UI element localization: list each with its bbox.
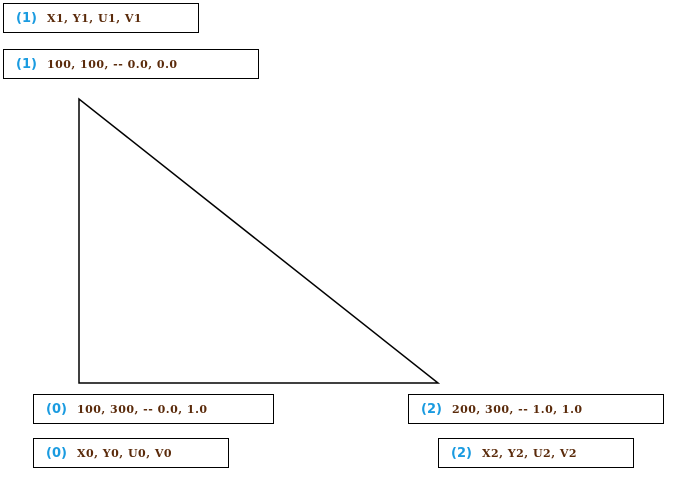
- vertex-names-text: X0, Y0, U0, V0: [76, 446, 173, 460]
- vertex-values-text: 100, 300, -- 0.0, 1.0: [76, 402, 208, 416]
- vertex-1-values-label: (1) 100, 100, -- 0.0, 0.0: [3, 49, 259, 79]
- vertex-1-names-label: (1) X1, Y1, U1, V1: [3, 3, 199, 33]
- vertex-index: (2): [421, 401, 442, 417]
- vertex-index: (1): [16, 10, 37, 26]
- vertex-index: (0): [46, 445, 67, 461]
- vertex-0-names-label: (0) X0, Y0, U0, V0: [33, 438, 229, 468]
- vertex-index: (1): [16, 56, 37, 72]
- vertex-2-names-label: (2) X2, Y2, U2, V2: [438, 438, 634, 468]
- vertex-2-values-label: (2) 200, 300, -- 1.0, 1.0: [408, 394, 664, 424]
- vertex-names-text: X2, Y2, U2, V2: [481, 446, 578, 460]
- vertex-0-values-label: (0) 100, 300, -- 0.0, 1.0: [33, 394, 274, 424]
- vertex-index: (0): [46, 401, 67, 417]
- triangle-shape: [78, 97, 441, 384]
- vertex-names-text: X1, Y1, U1, V1: [46, 11, 143, 25]
- vertex-index: (2): [451, 445, 472, 461]
- vertex-values-text: 200, 300, -- 1.0, 1.0: [451, 402, 583, 416]
- vertex-values-text: 100, 100, -- 0.0, 0.0: [46, 57, 178, 71]
